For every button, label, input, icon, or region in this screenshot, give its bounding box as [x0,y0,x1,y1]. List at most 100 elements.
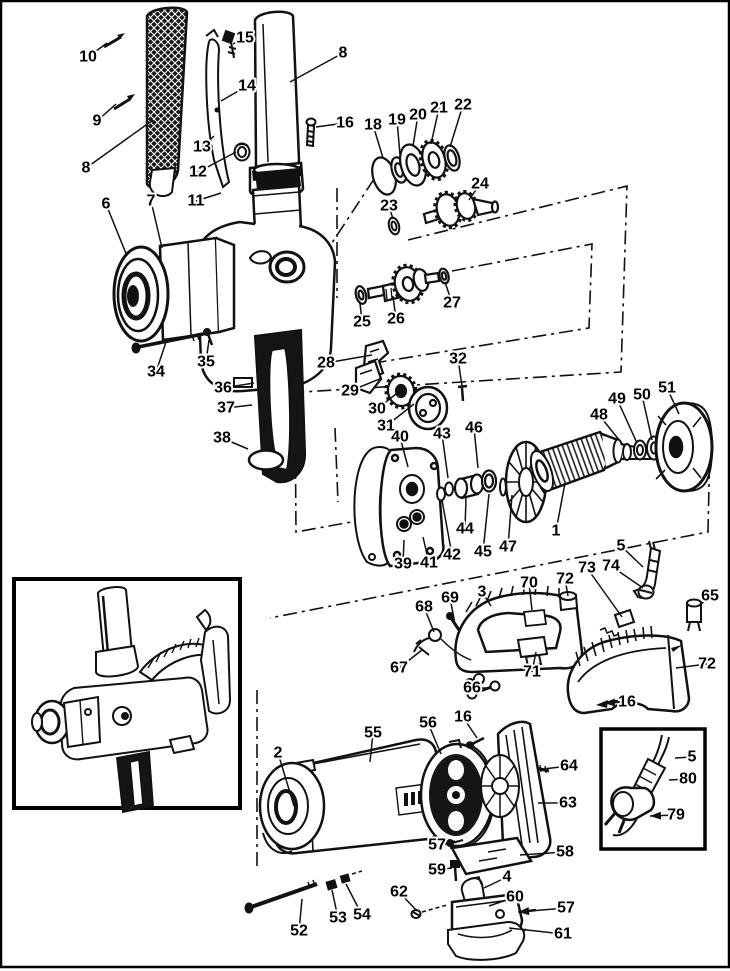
line-art [414,392,442,424]
line-art [539,764,547,774]
part-label-53-75: 53 [329,910,347,927]
part-label-44-38: 44 [456,521,474,538]
part-label-31-25: 31 [377,418,395,435]
line-art [455,898,519,908]
line-art [117,33,125,39]
line-art [258,761,326,851]
line-art [466,688,478,700]
part-label-32-26: 32 [449,351,467,368]
screw-67 [415,639,430,656]
line-art [148,166,177,198]
line-art [453,477,469,499]
part-label-60-70: 60 [506,889,524,906]
leader-line-55 [369,732,374,763]
part-label-16-63: 16 [454,709,472,726]
part-label-27-21: 27 [443,295,461,312]
leader-line-32 [457,358,463,387]
line-art [448,760,464,780]
part-label-59-68: 59 [428,862,446,879]
line-art [250,882,318,909]
leader-line-41 [422,536,430,564]
cord-protector-5 [632,540,662,599]
part-label-39-32: 39 [394,556,412,573]
line-art [440,271,448,281]
leader-line-1 [555,482,566,532]
leader-line-69 [449,597,456,625]
line-art [603,734,670,837]
switch-handle-3 [454,584,584,690]
line-art [473,673,485,685]
leader-line-6 [105,203,128,257]
ring-stack [371,138,461,196]
part-label-37-30: 37 [217,400,235,417]
line-art [354,359,383,395]
line-art [662,420,694,474]
leader-line-53 [331,889,339,919]
part-label-5-46: 5 [617,538,626,555]
part-label-11-7: 11 [188,193,205,210]
leader-line-26 [392,295,397,320]
line-art [478,848,507,862]
switch-70 [522,609,548,627]
part-label-73-48: 73 [578,560,596,577]
line-art [446,149,458,167]
leader-line-11 [195,192,222,202]
line-art [405,481,419,497]
leader-line-15 [232,37,246,45]
line-art [262,832,293,854]
line-art [267,777,309,835]
line-art [195,608,212,632]
cord-detail-inset [599,727,707,851]
leader-arrowhead [604,698,616,707]
leader-line-68 [423,606,435,633]
part-label-63-65: 63 [559,795,577,812]
line-art [351,870,363,875]
line-art [575,625,653,667]
line-art [390,220,398,232]
line-art [379,446,445,568]
leader-line-25 [359,302,363,323]
intermediate-shaft-25-27 [354,263,450,305]
line-art [366,284,386,300]
line-art [404,793,408,806]
line-art [252,191,302,215]
line-art [113,97,131,111]
nut-53 [325,879,338,891]
part-label-72-50: 72 [556,571,574,588]
line-art [394,383,408,399]
line-art [84,708,92,716]
leader-line-62 [398,891,418,912]
grip-screw-16 [305,117,317,148]
grommet-68 [413,628,472,661]
clutch-gear-group [384,372,449,431]
pin-32 [457,384,468,402]
line-art [227,41,237,59]
bracket-61 [447,892,527,961]
line-art [465,584,560,613]
leader-line-14 [220,85,248,102]
part-label-72-58: 72 [698,656,716,673]
part-label-42-37: 42 [443,547,461,564]
line-art [334,427,339,503]
line-art [647,540,659,573]
part-label-35-28: 35 [197,354,215,371]
part-label-24-16: 24 [471,176,489,193]
line-art [339,873,351,884]
line-art [423,271,441,285]
line-art [121,271,151,321]
part-label-54-76: 54 [353,907,371,924]
part-label-12-6: 12 [189,164,207,181]
line-art [633,439,647,461]
line-art [596,700,608,708]
line-art [275,257,297,277]
line-art [622,443,632,461]
line-art [450,836,533,876]
part-label-8-8: 8 [339,45,348,62]
leader-line-58 [519,851,566,856]
part-label-57-72: 57 [557,900,575,917]
line-art [654,401,714,493]
leader-line-37 [225,404,253,409]
line-art [129,759,144,807]
